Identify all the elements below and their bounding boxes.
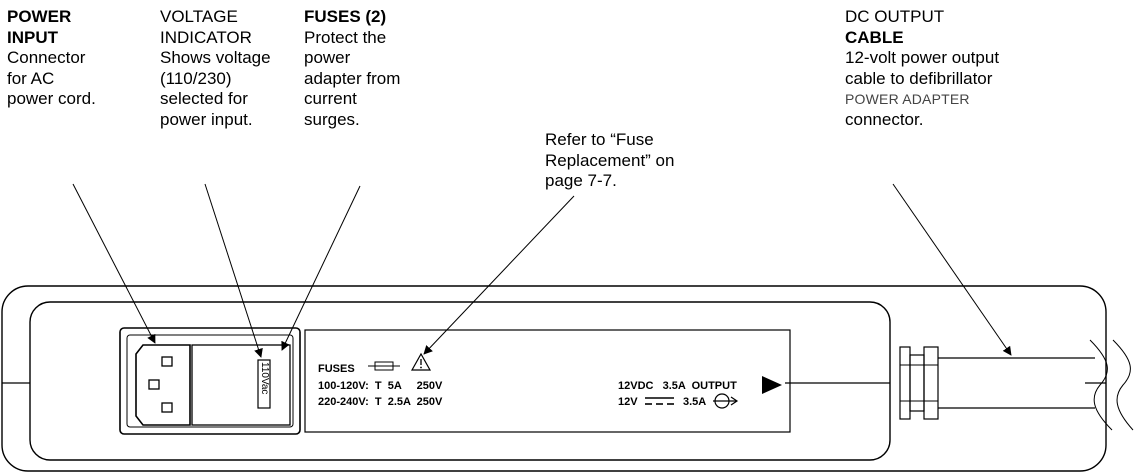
callout-dc-output-cable: DC OUTPUT CABLE 12-volt power output cab…: [845, 7, 999, 130]
output-rating-row-2-voltage: 12V: [618, 396, 638, 408]
dc-output-title-2: CABLE: [845, 27, 904, 47]
power-input-title-1: POWER: [7, 7, 72, 26]
voltage-indicator-desc-4: power input.: [160, 109, 253, 129]
voltage-indicator-title-1: VOLTAGE: [160, 7, 238, 26]
power-input-desc-3: power cord.: [7, 89, 96, 108]
leader-fuse-replacement: [423, 195, 575, 355]
voltage-indicator-desc-1: Shows voltage: [160, 48, 271, 67]
fuse-rating-row-1: 100-120V: T 5A 250V: [318, 380, 443, 392]
fuses-title: FUSES (2): [304, 7, 387, 26]
warning-triangle-icon: [410, 352, 432, 371]
output-rating-row-2-current: 3.5A: [683, 396, 706, 408]
dc-output-title-1: DC OUTPUT: [845, 7, 945, 26]
fuse-drawer: [191, 344, 291, 426]
cable-strain-relief: [899, 346, 939, 420]
voltage-indicator-desc-2: (110/230): [160, 68, 232, 88]
adapter-housing-outer: [1, 285, 1107, 472]
power-input-desc-1: Connector: [7, 48, 86, 67]
fuse-rating-row-2: 220-240V: T 2.5A 250V: [318, 396, 443, 408]
fuses-label: FUSES: [318, 363, 355, 375]
fuses-desc-1: Protect the: [304, 27, 387, 47]
leader-dc-output-cable: [892, 183, 1012, 356]
cable-break-mark: [1089, 339, 1113, 431]
refer-desc-3: page 7-7.: [545, 171, 617, 190]
power-entry-inner: [126, 334, 294, 428]
dc-symbol-icon: [645, 397, 674, 405]
callout-voltage-indicator: VOLTAGE INDICATOR Shows voltage (110/230…: [160, 7, 271, 130]
output-arrow-icon: [762, 376, 782, 394]
ac-pin-top: [161, 356, 173, 367]
dc-output-smallcaps: POWER ADAPTER: [845, 91, 970, 107]
dc-output-desc-1: 12-volt power output: [845, 48, 1000, 67]
power-input-desc-2: for AC: [7, 68, 55, 88]
refer-desc-1: Refer to “Fuse: [545, 130, 654, 149]
cable-break-mark-2: [1112, 339, 1134, 431]
label-plate: [304, 329, 791, 433]
fuses-desc-4: current: [304, 89, 357, 108]
callout-power-input: POWER INPUT Connector for AC power cord.: [7, 7, 96, 110]
ac-pin-bottom: [161, 402, 173, 413]
refer-desc-2: Replacement” on: [545, 150, 675, 170]
voltage-window-text: 110Vac: [259, 362, 270, 394]
fuses-desc-3: adapter from: [304, 68, 401, 88]
voltage-indicator-title-2: INDICATOR: [160, 27, 252, 47]
ac-inlet-icon: [135, 344, 191, 426]
output-connector-icon: [713, 393, 739, 409]
dc-output-desc-end: connector.: [845, 109, 924, 129]
adapter-panel: [29, 301, 891, 461]
callout-refer-fuse-replacement: Refer to “Fuse Replacement” on page 7-7.: [545, 130, 674, 192]
fuse-symbol-icon: [368, 361, 400, 371]
voltage-indicator-desc-3: selected for: [160, 89, 248, 108]
power-input-title-2: INPUT: [7, 27, 58, 47]
ac-pin-middle: [148, 379, 160, 390]
fuses-desc-2: power: [304, 48, 351, 67]
fuses-desc-5: surges.: [304, 109, 360, 129]
power-entry-module: [119, 327, 301, 435]
leader-fuses: [281, 185, 361, 351]
leader-voltage-indicator: [204, 183, 263, 358]
dc-output-desc-2: cable to defibrillator: [845, 68, 993, 88]
leader-power-input: [72, 183, 156, 344]
voltage-window: [257, 359, 271, 409]
callout-fuses: FUSES (2) Protect the power adapter from…: [304, 7, 400, 130]
output-rating-row-1: 12VDC 3.5A OUTPUT: [618, 380, 737, 392]
